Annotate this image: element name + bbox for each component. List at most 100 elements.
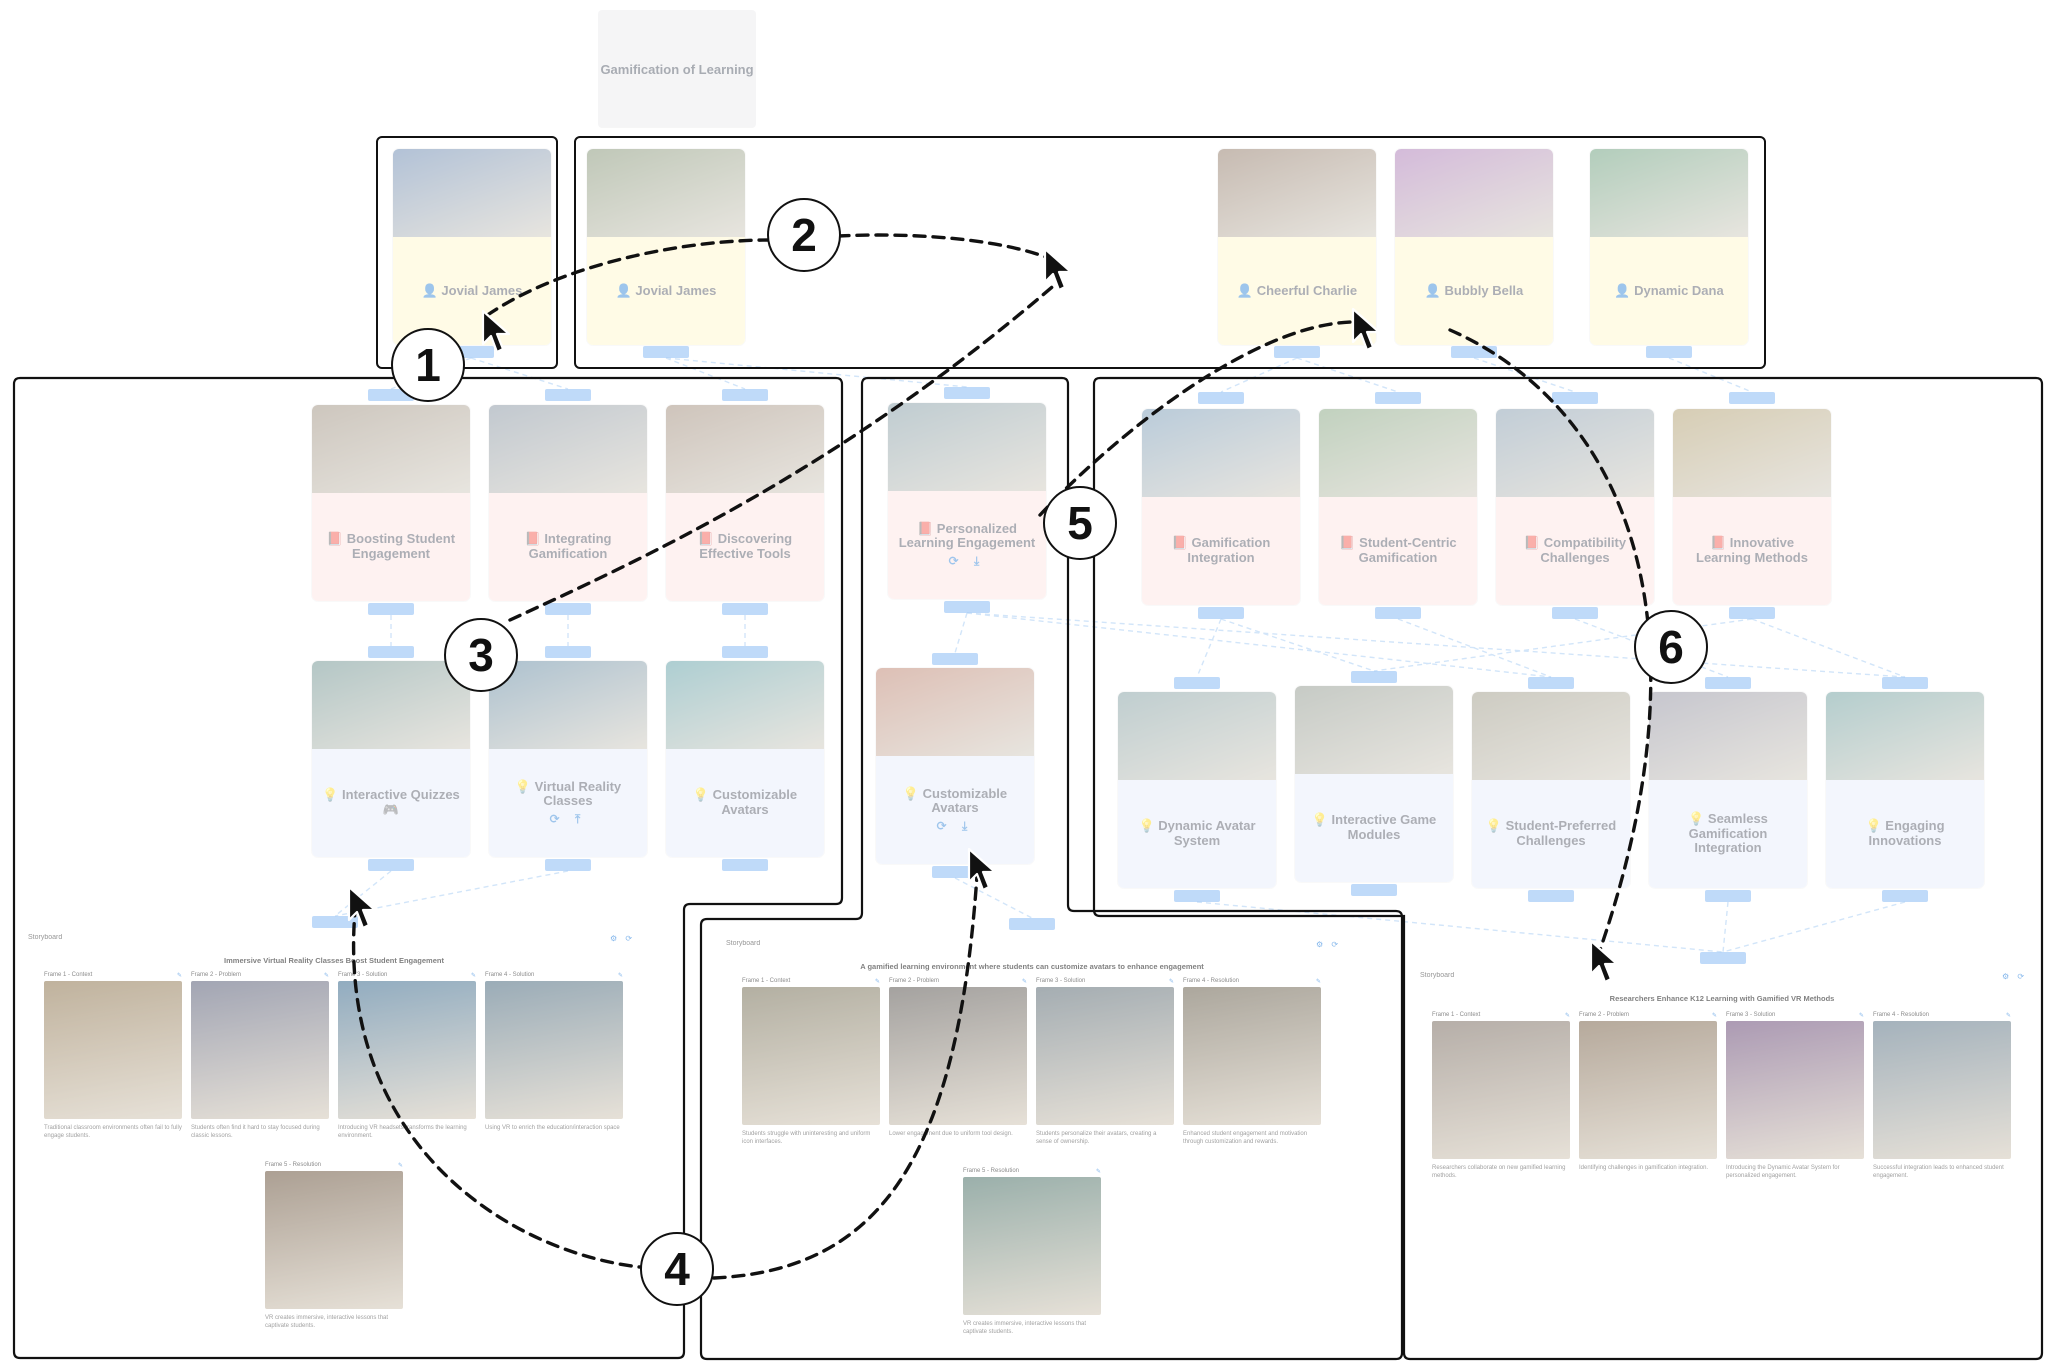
connection-handle[interactable] (368, 646, 414, 658)
problem-card[interactable]: 📕 Boosting Student Engagement (312, 405, 470, 601)
connection-handle[interactable] (368, 603, 414, 615)
storyboard-panel[interactable]: Storyboard ⚙ ⟳ A gamified learning envir… (718, 940, 1346, 1360)
frame-label: Frame 3 - Solution✎ (1726, 1012, 1864, 1019)
storyboard-frame[interactable]: Frame 1 - Context✎Researchers collaborat… (1432, 1012, 1570, 1180)
connection-handle[interactable] (1528, 890, 1574, 902)
problem-card[interactable]: 📕 Discovering Effective Tools (666, 405, 824, 601)
connection-handle[interactable] (545, 389, 591, 401)
connection-handle[interactable] (1700, 952, 1746, 964)
connection-handle[interactable] (1375, 607, 1421, 619)
connection-handle[interactable] (722, 603, 768, 615)
idea-card[interactable]: 💡 Engaging Innovations (1826, 692, 1984, 888)
storyboard-tools-icon[interactable]: ⚙ ⟳ (2002, 972, 2028, 981)
storyboard-tools-icon[interactable]: ⚙ ⟳ (610, 934, 636, 943)
storyboard-frame[interactable]: Frame 1 - Context✎Traditional classroom … (44, 972, 182, 1140)
edit-icon[interactable]: ✎ (617, 973, 623, 979)
edit-icon[interactable]: ✎ (1095, 1169, 1101, 1175)
root-node[interactable]: Gamification of Learning (598, 10, 756, 128)
storyboard-frame[interactable]: Frame 2 - Problem✎Identifying challenges… (1579, 1012, 1717, 1172)
idea-card[interactable]: 💡 Interactive Game Modules (1295, 686, 1453, 882)
connection-handle[interactable] (1274, 346, 1320, 358)
connection-handle[interactable] (1646, 346, 1692, 358)
connection-handle[interactable] (722, 859, 768, 871)
connection-handle[interactable] (1729, 607, 1775, 619)
storyboard-frame[interactable]: Frame 1 - Context✎Students struggle with… (742, 978, 880, 1146)
connection-handle[interactable] (944, 601, 990, 613)
idea-card[interactable]: 💡 Student-Preferred Challenges (1472, 692, 1630, 888)
problem-card[interactable]: 📕 Compatibility Challenges (1496, 409, 1654, 605)
persona-card[interactable]: 👤 Cheerful Charlie (1218, 149, 1376, 345)
connection-handle[interactable] (643, 346, 689, 358)
storyboard-panel[interactable]: Storyboard ⚙ ⟳ Researchers Enhance K12 L… (1412, 972, 2032, 1192)
problem-card[interactable]: 📕 Personalized Learning Engagement⟳ ⤓ (888, 403, 1046, 599)
edit-icon[interactable]: ✎ (1858, 1013, 1864, 1019)
connection-handle[interactable] (1198, 607, 1244, 619)
edit-icon[interactable]: ✎ (1711, 1013, 1717, 1019)
connection-handle[interactable] (312, 916, 358, 928)
edit-icon[interactable]: ✎ (874, 979, 880, 985)
edit-icon[interactable]: ✎ (1315, 979, 1321, 985)
idea-card[interactable]: 💡 Dynamic Avatar System (1118, 692, 1276, 888)
edit-icon[interactable]: ✎ (1564, 1013, 1570, 1019)
storyboard-tools-icon[interactable]: ⚙ ⟳ (1316, 940, 1342, 949)
connection-handle[interactable] (1009, 918, 1055, 930)
connection-handle[interactable] (1174, 677, 1220, 689)
connection-handle[interactable] (1528, 677, 1574, 689)
node-controls[interactable]: ⟳ ⤒ (549, 811, 587, 826)
connection-handle[interactable] (1705, 677, 1751, 689)
edit-icon[interactable]: ✎ (397, 1163, 403, 1169)
edit-icon[interactable]: ✎ (1021, 979, 1027, 985)
persona-card[interactable]: 👤 Bubbly Bella (1395, 149, 1553, 345)
connection-handle[interactable] (545, 646, 591, 658)
connection-handle[interactable] (1552, 607, 1598, 619)
connection-handle[interactable] (1375, 392, 1421, 404)
connection-handle[interactable] (1705, 890, 1751, 902)
storyboard-frame[interactable]: Frame 4 - Resolution✎Successful integrat… (1873, 1012, 2011, 1180)
connection-handle[interactable] (722, 646, 768, 658)
connection-handle[interactable] (1729, 392, 1775, 404)
connection-handle[interactable] (1198, 392, 1244, 404)
connection-handle[interactable] (1351, 884, 1397, 896)
persona-card[interactable]: 👤 Dynamic Dana (1590, 149, 1748, 345)
connection-handle[interactable] (368, 859, 414, 871)
storyboard-frame[interactable]: Frame 2 - Problem✎Students often find it… (191, 972, 329, 1140)
storyboard-frame[interactable]: Frame 5 - Resolution✎VR creates immersiv… (265, 1162, 403, 1330)
idea-card[interactable]: 💡 Seamless Gamification Integration (1649, 692, 1807, 888)
storyboard-frame[interactable]: Frame 3 - Solution✎Introducing VR headse… (338, 972, 476, 1140)
storyboard-frame[interactable]: Frame 3 - Solution✎Students personalize … (1036, 978, 1174, 1146)
node-controls[interactable]: ⟳ ⤓ (936, 818, 974, 833)
problem-card[interactable]: 📕 Gamification Integration (1142, 409, 1300, 605)
connection-handle[interactable] (722, 389, 768, 401)
problem-card[interactable]: 📕 Integrating Gamification (489, 405, 647, 601)
edit-icon[interactable]: ✎ (2005, 1013, 2011, 1019)
idea-card[interactable]: 💡 Customizable Avatars (666, 661, 824, 857)
persona-card[interactable]: 👤 Jovial James (587, 149, 745, 345)
node-controls[interactable]: ⟳ ⤓ (948, 553, 986, 568)
connection-handle[interactable] (932, 866, 978, 878)
persona-card[interactable]: 👤 Jovial James (393, 149, 551, 345)
connection-handle[interactable] (545, 859, 591, 871)
edit-icon[interactable]: ✎ (323, 973, 329, 979)
connection-handle[interactable] (1174, 890, 1220, 902)
edit-icon[interactable]: ✎ (176, 973, 182, 979)
storyboard-frame[interactable]: Frame 4 - Solution✎Using VR to enrich th… (485, 972, 623, 1132)
problem-card[interactable]: 📕 Innovative Learning Methods (1673, 409, 1831, 605)
storyboard-frame[interactable]: Frame 3 - Solution✎Introducing the Dynam… (1726, 1012, 1864, 1180)
idea-card[interactable]: 💡 Interactive Quizzes 🎮 (312, 661, 470, 857)
connection-handle[interactable] (1882, 890, 1928, 902)
connection-handle[interactable] (932, 653, 978, 665)
storyboard-frame[interactable]: Frame 5 - Resolution✎VR creates immersiv… (963, 1168, 1101, 1336)
storyboard-frame[interactable]: Frame 2 - Problem✎Lower engagement due t… (889, 978, 1027, 1138)
idea-card[interactable]: 💡 Virtual Reality Classes⟳ ⤒ (489, 661, 647, 857)
edit-icon[interactable]: ✎ (470, 973, 476, 979)
storyboard-panel[interactable]: Storyboard ⚙ ⟳ Immersive Virtual Reality… (20, 934, 648, 1354)
idea-card[interactable]: 💡 Customizable Avatars⟳ ⤓ (876, 668, 1034, 864)
connection-handle[interactable] (1351, 671, 1397, 683)
storyboard-frame[interactable]: Frame 4 - Resolution✎Enhanced student en… (1183, 978, 1321, 1146)
connection-handle[interactable] (1552, 392, 1598, 404)
connection-handle[interactable] (1882, 677, 1928, 689)
problem-card[interactable]: 📕 Student-Centric Gamification (1319, 409, 1477, 605)
connection-handle[interactable] (545, 603, 591, 615)
edit-icon[interactable]: ✎ (1168, 979, 1174, 985)
connection-handle[interactable] (944, 387, 990, 399)
